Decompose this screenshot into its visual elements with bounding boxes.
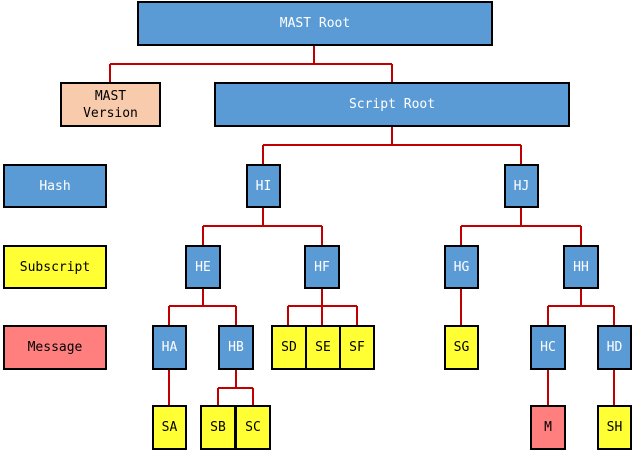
- legend-message: Message: [3, 325, 107, 370]
- legend-hash: Hash: [3, 164, 107, 208]
- node-m: M: [530, 405, 566, 450]
- node-mast-version: MAST Version: [60, 82, 161, 127]
- node-ha: HA: [152, 325, 187, 370]
- node-mast-root: MAST Root: [137, 1, 493, 46]
- edge-script-root: [262, 127, 522, 165]
- node-sf: SF: [339, 325, 375, 370]
- node-hc: HC: [530, 325, 566, 370]
- node-script-root: Script Root: [214, 82, 570, 127]
- node-se: SE: [305, 325, 341, 370]
- node-hb: HB: [218, 325, 254, 370]
- edge-hf: [287, 288, 358, 325]
- edge-hh: [547, 288, 615, 325]
- node-hj: HJ: [504, 164, 539, 208]
- legend-subscript: Subscript: [3, 245, 107, 289]
- edge-he: [168, 288, 237, 325]
- edge-hi: [202, 207, 323, 245]
- node-sb: SB: [200, 405, 236, 450]
- node-sa: SA: [152, 405, 187, 450]
- node-hd: HD: [597, 325, 632, 370]
- node-hh: HH: [563, 245, 599, 289]
- edge-hb: [217, 370, 254, 405]
- edge-hj: [460, 207, 582, 245]
- node-hf: HF: [304, 245, 340, 289]
- node-hi: HI: [246, 164, 281, 208]
- node-he: HE: [185, 245, 221, 289]
- node-sg: SG: [444, 325, 479, 370]
- edge-mast-root: [109, 45, 393, 82]
- node-sd: SD: [271, 325, 307, 370]
- node-sh: SH: [597, 405, 632, 450]
- node-hg: HG: [444, 245, 479, 289]
- node-sc: SC: [235, 405, 271, 450]
